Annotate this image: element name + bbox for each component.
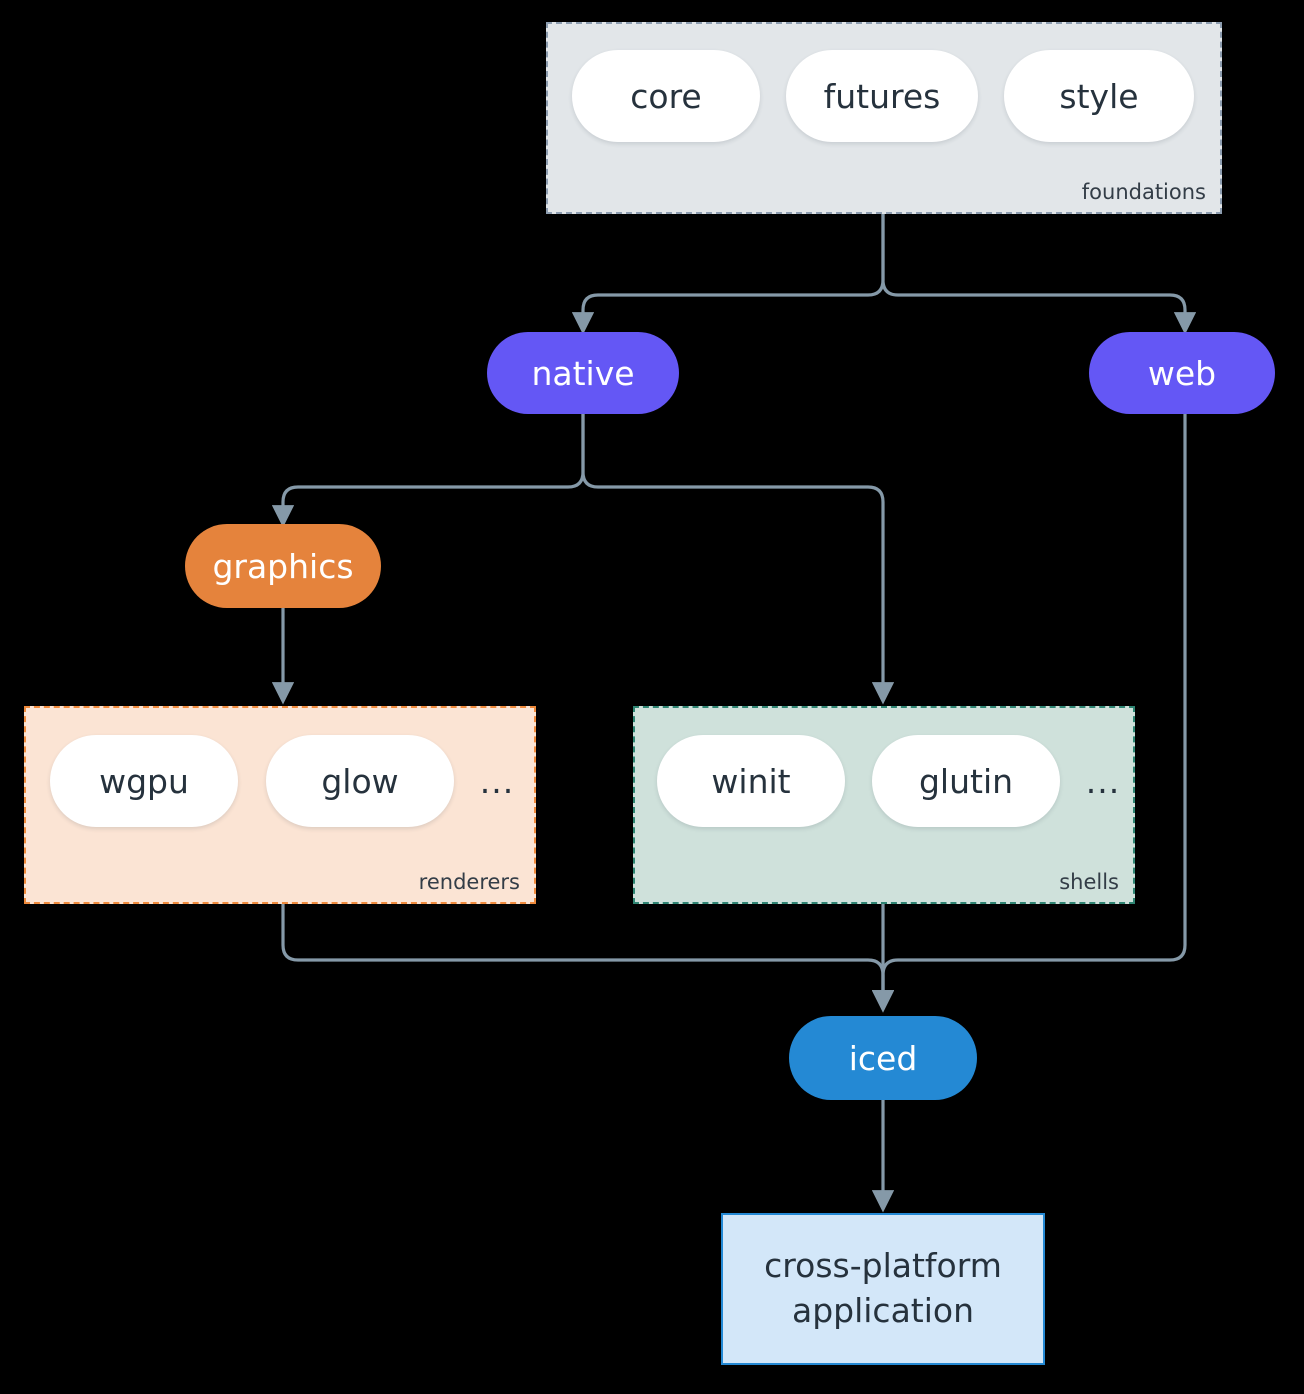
edge-native-graphics	[271, 412, 585, 528]
node-iced[interactable]: iced	[789, 1016, 977, 1100]
edge-foundations-native	[571, 212, 885, 335]
leaf-glow[interactable]: glow	[266, 735, 454, 827]
leaf-core[interactable]: core	[572, 50, 760, 142]
node-web-label: web	[1147, 353, 1217, 393]
leaf-wgpu-label: wgpu	[99, 761, 189, 801]
leaf-wgpu[interactable]: wgpu	[50, 735, 238, 827]
edge-foundations-web	[881, 212, 1197, 335]
renderers-overflow-ellipsis: ...	[479, 761, 515, 801]
edge-native-shells	[581, 412, 895, 705]
shells-overflow-ellipsis: ...	[1085, 761, 1121, 801]
application-label-line1: cross-platform	[764, 1246, 1002, 1286]
leaf-core-label: core	[630, 76, 702, 116]
leaf-futures-label: futures	[823, 76, 941, 116]
node-graphics-label: graphics	[212, 546, 354, 586]
leaf-glutin[interactable]: glutin	[872, 735, 1060, 827]
node-web[interactable]: web	[1089, 332, 1275, 414]
leaf-style-label: style	[1059, 76, 1139, 116]
node-graphics[interactable]: graphics	[185, 524, 381, 608]
leaf-futures[interactable]: futures	[786, 50, 978, 142]
leaf-glow-label: glow	[321, 761, 399, 801]
leaf-glutin-label: glutin	[918, 761, 1014, 801]
node-native-label: native	[531, 353, 635, 393]
leaf-winit-label: winit	[711, 761, 791, 801]
node-iced-label: iced	[848, 1038, 918, 1078]
node-native[interactable]: native	[487, 332, 679, 414]
edge-renderers-iced	[281, 902, 895, 1013]
leaf-style[interactable]: style	[1004, 50, 1194, 142]
node-cross-platform-application[interactable]: cross-platform application	[721, 1213, 1045, 1365]
cluster-shells-label: shells	[1059, 870, 1119, 894]
cluster-renderers-label: renderers	[418, 870, 520, 894]
application-label-line2: application	[791, 1291, 975, 1330]
cluster-foundations-label: foundations	[1081, 180, 1206, 204]
leaf-winit[interactable]: winit	[657, 735, 845, 827]
